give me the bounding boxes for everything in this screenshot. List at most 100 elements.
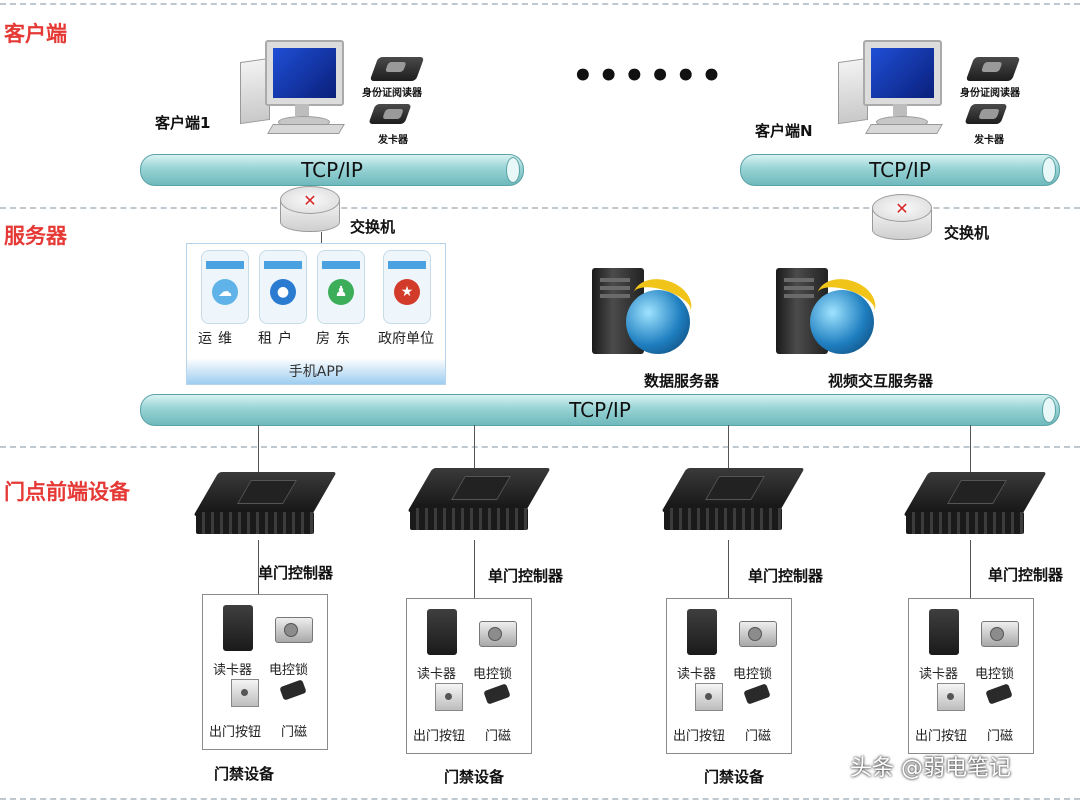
electric-lock-label: 电控锁 [269,663,309,678]
switch-right-label: 交换机 [944,224,990,242]
door-magnet-icon [743,683,771,705]
exit-button-label: 出门按钮 [413,729,466,744]
id-card-reader-label: 身份证阅读器 [960,88,1020,99]
door-group-title: 门禁设备 [444,768,505,786]
controller-label: 单门控制器 [988,566,1064,584]
door-magnet-icon [279,679,307,701]
controller-link-line [474,540,475,598]
door-magnet-label: 门磁 [281,725,308,740]
electric-lock-label: 电控锁 [975,667,1015,682]
tcpip-bus-right: TCP/IP [740,154,1060,186]
exit-button-label: 出门按钮 [209,725,262,740]
tcpip-bus-right-label: TCP/IP [869,158,931,182]
door-magnet-label: 门磁 [485,729,512,744]
data-server-icon [592,268,698,363]
card-issuer-label: 发卡器 [974,135,1004,146]
controller-link-line [728,540,729,598]
switch-icon: ✕ [872,194,932,242]
switch-left-label: 交换机 [350,218,396,236]
switch-icon: ✕ [280,186,340,234]
divider-client-server [0,207,1080,209]
card-reader-label: 读卡器 [919,667,959,682]
electric-lock-icon [275,617,313,643]
door-magnet-label: 门磁 [987,729,1014,744]
exit-button-icon [231,679,259,707]
door-magnet-icon [483,683,511,705]
data-server-label: 数据服务器 [644,372,720,390]
divider-server-front [0,446,1080,448]
bus-drop-line [970,425,971,480]
card-reader-label: 读卡器 [677,667,717,682]
role-label-government: 政府单位 [378,331,434,347]
controller-label: 单门控制器 [258,564,334,582]
section-label-front-devices: 门点前端设备 [4,480,130,504]
door-magnet-label: 门磁 [745,729,772,744]
door-device-group: 读卡器 电控锁 出门按钮 门磁 [406,598,532,754]
card-reader-icon [687,609,717,655]
id-card-reader-label: 身份证阅读器 [362,88,422,99]
ellipsis: •••••• [572,56,727,96]
door-controller-icon [661,468,805,542]
role-label-ops: 运维 [198,331,238,347]
id-card-reader-icon [965,57,1021,81]
bus-drop-line [728,425,729,475]
mobile-app-panel: ☁ ● ♟ ★ 手机APP [186,243,446,385]
card-reader-icon [427,609,457,655]
electric-lock-icon [479,621,517,647]
exit-button-label: 出门按钮 [673,729,726,744]
door-device-group: 读卡器 电控锁 出门按钮 门磁 [202,594,328,750]
client-n-label: 客户端N [755,122,813,140]
tcpip-main-bus: TCP/IP [140,394,1060,426]
controller-label: 单门控制器 [488,567,564,585]
role-label-landlord: 房东 [316,331,356,347]
door-controller-icon [407,468,551,542]
section-label-client: 客户端 [4,22,67,46]
exit-button-label: 出门按钮 [915,729,968,744]
door-controller-icon [193,472,337,546]
door-group-title: 门禁设备 [214,765,275,783]
exit-button-icon [695,683,723,711]
card-reader-label: 读卡器 [213,663,253,678]
electric-lock-label: 电控锁 [733,667,773,682]
card-reader-label: 读卡器 [417,667,457,682]
controller-link-line [970,540,971,598]
tcpip-bus-left: TCP/IP [140,154,524,186]
divider-top [0,3,1080,5]
client-computer-icon [240,40,350,135]
phone-icon: ★ [383,250,431,324]
controller-label: 单门控制器 [748,567,824,585]
client-computer-icon [838,40,948,135]
card-issuer-icon [964,104,1008,124]
phone-icon: ● [259,250,307,324]
controller-link-line [258,540,259,594]
door-group-title: 门禁设备 [704,768,765,786]
client-1-label: 客户端1 [155,114,211,132]
divider-bottom [0,798,1080,800]
card-reader-icon [223,605,253,651]
card-issuer-label: 发卡器 [378,135,408,146]
id-card-reader-icon [369,57,425,81]
phone-icon: ☁ [201,250,249,324]
bus-drop-line [474,425,475,475]
card-reader-icon [929,609,959,655]
bus-drop-line [258,425,259,477]
door-device-group: 读卡器 电控锁 出门按钮 门磁 [666,598,792,754]
tcpip-main-bus-label: TCP/IP [569,398,631,422]
video-server-icon [776,268,882,363]
exit-button-icon [937,683,965,711]
watermark: 头条 @弱电笔记 [850,756,1011,781]
role-label-tenant: 租户 [258,331,298,347]
exit-button-icon [435,683,463,711]
switch-link-line [321,232,322,244]
mobile-app-bar: 手机APP [187,358,445,384]
phone-icon: ♟ [317,250,365,324]
video-server-label: 视频交互服务器 [828,372,934,390]
door-device-group: 读卡器 电控锁 出门按钮 门磁 [908,598,1034,754]
electric-lock-icon [981,621,1019,647]
section-label-server: 服务器 [4,224,67,248]
tcpip-bus-left-label: TCP/IP [301,158,363,182]
electric-lock-label: 电控锁 [473,667,513,682]
door-magnet-icon [985,683,1013,705]
door-controller-icon [903,472,1047,546]
card-issuer-icon [368,104,412,124]
